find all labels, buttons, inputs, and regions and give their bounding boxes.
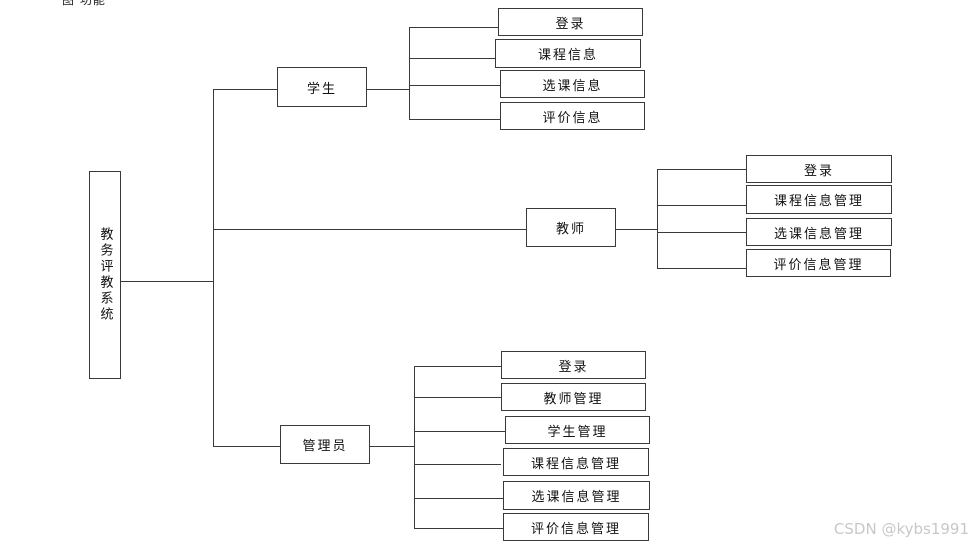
connector-teacher bbox=[213, 229, 526, 230]
connector-admin-child bbox=[414, 397, 501, 398]
connector-teacher-child bbox=[657, 169, 747, 170]
branch-node-admin: 管理员 bbox=[280, 425, 370, 464]
branch-node-student: 学生 bbox=[277, 67, 367, 107]
leaf-node: 课程信息管理 bbox=[746, 185, 892, 214]
connector-student-child bbox=[409, 58, 495, 59]
connector-root bbox=[121, 281, 213, 282]
leaf-node: 学生管理 bbox=[505, 416, 650, 444]
connector-student-bus bbox=[409, 27, 410, 120]
connector-admin-bus bbox=[414, 366, 415, 528]
root-node: 教务评教系统 bbox=[89, 171, 121, 379]
leaf-node: 评价信息管理 bbox=[503, 513, 649, 541]
connector-admin-child bbox=[414, 498, 503, 499]
connector-teacher-child bbox=[657, 205, 747, 206]
watermark: CSDN @kybs1991 bbox=[833, 520, 969, 538]
connector-spine bbox=[213, 89, 214, 447]
leaf-node: 课程信息管理 bbox=[503, 448, 649, 476]
connector-teacher-child bbox=[657, 232, 747, 233]
diagram-caption: 图 功能 bbox=[62, 0, 106, 7]
connector-teacher-out bbox=[615, 229, 658, 230]
connector-teacher-bus bbox=[657, 169, 658, 268]
connector-admin bbox=[213, 446, 280, 447]
connector-student-child bbox=[409, 119, 500, 120]
leaf-node: 选课信息 bbox=[500, 70, 645, 98]
connector-admin-child bbox=[414, 464, 501, 465]
leaf-node: 课程信息 bbox=[495, 39, 641, 68]
connector-student-child bbox=[409, 85, 500, 86]
leaf-node: 评价信息管理 bbox=[746, 249, 891, 277]
connector-admin-out bbox=[369, 446, 415, 447]
connector-admin-child bbox=[414, 528, 503, 529]
leaf-node: 教师管理 bbox=[501, 383, 646, 411]
leaf-node: 登录 bbox=[746, 155, 892, 183]
connector-student-out bbox=[366, 89, 410, 90]
connector-teacher-child bbox=[657, 268, 747, 269]
connector-admin-child bbox=[414, 366, 501, 367]
connector-student-child bbox=[409, 27, 498, 28]
branch-node-teacher: 教师 bbox=[526, 208, 616, 247]
leaf-node: 选课信息管理 bbox=[746, 218, 892, 246]
leaf-node: 选课信息管理 bbox=[503, 481, 650, 510]
leaf-node: 登录 bbox=[501, 351, 646, 379]
leaf-node: 评价信息 bbox=[500, 102, 645, 130]
connector-admin-child bbox=[414, 431, 505, 432]
leaf-node: 登录 bbox=[498, 8, 643, 36]
connector-student bbox=[213, 89, 277, 90]
